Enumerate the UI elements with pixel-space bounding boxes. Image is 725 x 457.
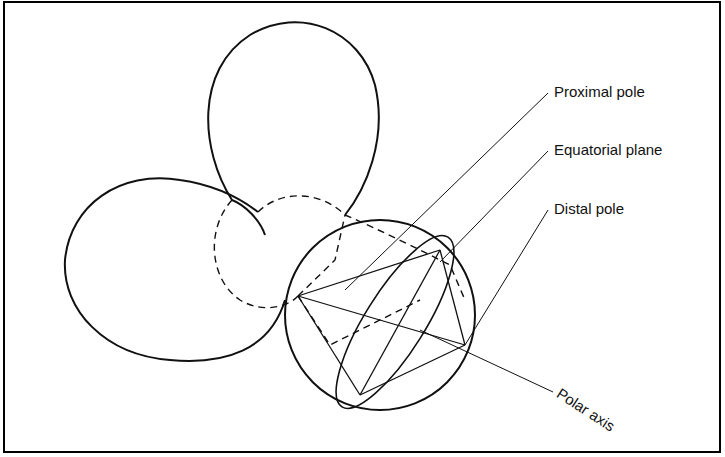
left-grain (65, 178, 285, 361)
pollen-tetrad (65, 22, 475, 423)
frame (4, 2, 720, 452)
polar-axis-line (298, 296, 465, 345)
hidden-edge (345, 215, 465, 300)
hidden-outlines (214, 196, 465, 345)
tetrad-edge (360, 345, 465, 395)
axis-label: Polar axis (554, 385, 618, 435)
part-label: Proximal pole (554, 84, 645, 101)
polar-construction (298, 250, 465, 395)
part-label: Equatorial plane (554, 142, 662, 159)
hidden-contact (258, 196, 345, 215)
right-grain (285, 220, 475, 410)
tetrad-edge (360, 250, 440, 395)
tetrad-edge (298, 296, 360, 395)
leader-line (465, 210, 548, 345)
top-grain (208, 22, 379, 215)
hidden-edge (298, 215, 345, 296)
hidden-grain (214, 200, 298, 308)
leader-line (420, 330, 553, 392)
leader-line (440, 151, 548, 262)
tetrad-edge (440, 250, 465, 345)
leader-lines (345, 93, 553, 392)
grain-contact (232, 200, 265, 235)
part-label: Distal pole (554, 201, 624, 218)
